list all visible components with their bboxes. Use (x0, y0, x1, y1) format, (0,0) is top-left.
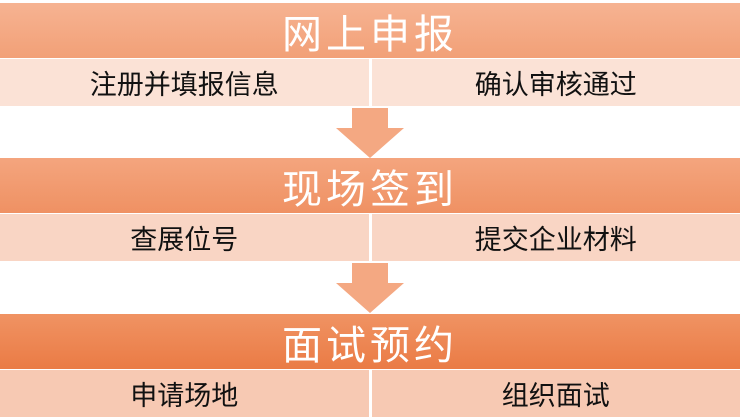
stage-3-title: 面试预约 (282, 322, 458, 369)
stage-1-steps: 注册并填报信息 确认审核通过 (0, 59, 740, 106)
stage-2-steps: 查展位号 提交企业材料 (0, 214, 740, 261)
stage-1-header: 网上申报 (0, 3, 740, 58)
stage-3-header: 面试预约 (0, 314, 740, 369)
stage-1-step-2: 确认审核通过 (371, 59, 740, 106)
stage-3-step-1: 申请场地 (0, 370, 372, 417)
stage-2-step-2: 提交企业材料 (371, 214, 740, 261)
stage-3-step-2: 组织面试 (371, 370, 740, 417)
down-arrow-icon (336, 108, 404, 158)
stage-1-title: 网上申报 (282, 11, 458, 58)
stage-2-header: 现场签到 (0, 158, 740, 213)
stage-3-steps: 申请场地 组织面试 (0, 370, 740, 417)
stage-1-step-1: 注册并填报信息 (0, 59, 372, 106)
down-arrow-icon (336, 263, 404, 313)
stage-2-step-1: 查展位号 (0, 214, 372, 261)
stage-2-title: 现场签到 (282, 166, 458, 213)
